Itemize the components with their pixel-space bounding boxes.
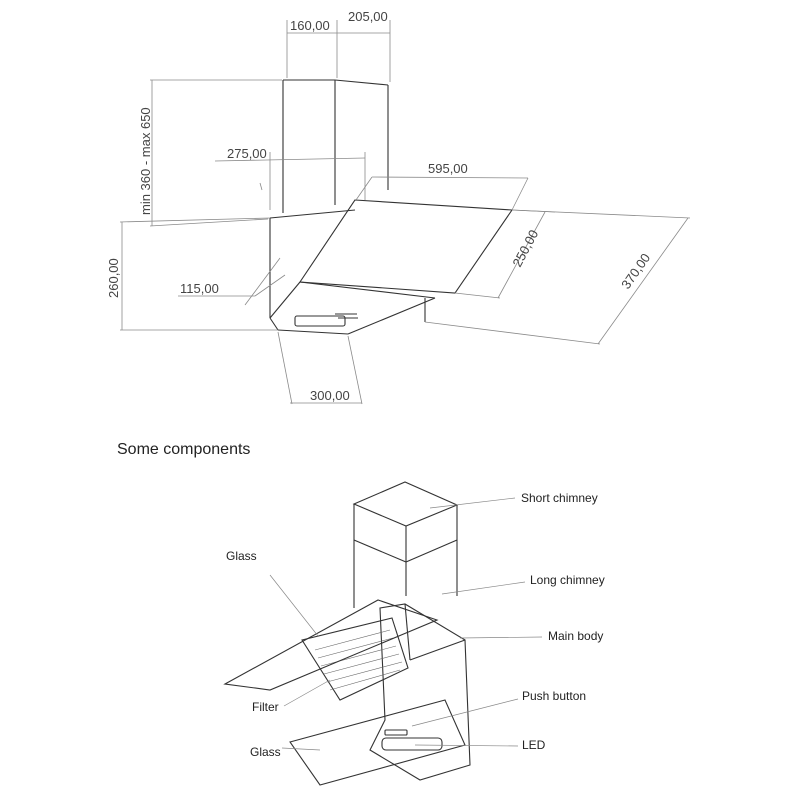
component-drawing: Short chimney Long chimney Main body Pus… — [223, 481, 605, 786]
label-long-chimney: Long chimney — [530, 573, 605, 587]
dim-370: 370,00 — [618, 251, 653, 292]
dim-115: 115,00 — [180, 281, 219, 296]
component-glass-bottom — [289, 699, 466, 786]
component-main-body — [369, 603, 471, 781]
dimension-guides — [119, 20, 691, 405]
component-chimney — [352, 481, 459, 608]
label-short-chimney: Short chimney — [521, 491, 598, 505]
label-push-button: Push button — [522, 689, 586, 703]
label-main-body: Main body — [548, 629, 603, 643]
dimension-drawing: 160,00 205,00 min 360 - max 650 275,00 5… — [106, 9, 691, 405]
dim-205: 205,00 — [348, 9, 388, 24]
filter-mesh — [314, 629, 403, 691]
dim-275: 275,00 — [227, 146, 267, 161]
glass-panel-outline — [299, 199, 514, 294]
label-glass-bottom: Glass — [250, 745, 281, 759]
dim-160: 160,00 — [290, 18, 330, 33]
chimney-outline — [282, 79, 389, 213]
label-led: LED — [522, 738, 546, 752]
component-push-buttons — [384, 729, 408, 736]
dim-250: 250,00 — [509, 227, 541, 269]
hood-body-outline — [269, 209, 436, 335]
label-glass-top: Glass — [226, 549, 257, 563]
dim-595: 595,00 — [428, 161, 468, 176]
component-filter — [301, 617, 409, 701]
component-leaders — [269, 497, 543, 751]
dim-260: 260,00 — [106, 258, 121, 298]
section-title: Some components — [117, 441, 250, 458]
dim-300: 300,00 — [310, 388, 350, 403]
dim-chimney-range: min 360 - max 650 — [138, 107, 153, 215]
component-glass-top — [223, 599, 439, 691]
label-filter: Filter — [252, 700, 279, 714]
component-led — [381, 737, 443, 751]
